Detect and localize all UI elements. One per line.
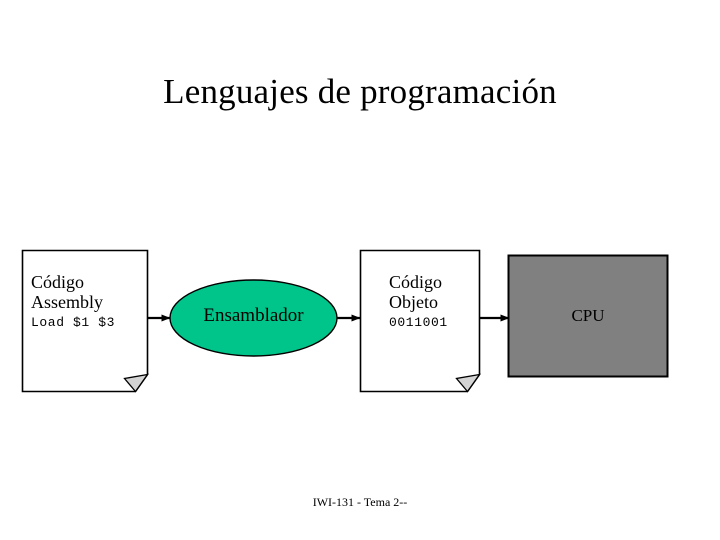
object-title-line2: Objeto — [389, 292, 438, 313]
node-cpu-label: CPU — [571, 306, 605, 325]
page-title: Lenguajes de programación — [163, 72, 557, 111]
node-assembly-code-text: Código Assembly Load $1 $3 — [31, 272, 151, 331]
node-object-code-shape — [359, 249, 481, 393]
slide-footer: IWI-131 - Tema 2-- — [312, 495, 408, 509]
object-title-line1: Código — [389, 272, 443, 292]
node-cpu-shape — [507, 254, 669, 378]
assembly-title-line1: Código — [31, 272, 85, 292]
node-assembly-code-shape — [21, 249, 149, 393]
assembly-title-line2: Assembly — [31, 292, 103, 313]
node-assembler-label: Ensamblador — [203, 305, 304, 326]
node-object-code-text: Código Objeto 0011001 — [389, 272, 509, 331]
assembly-code-snippet: Load $1 $3 — [31, 315, 116, 331]
object-code-snippet: 0011001 — [389, 315, 448, 331]
